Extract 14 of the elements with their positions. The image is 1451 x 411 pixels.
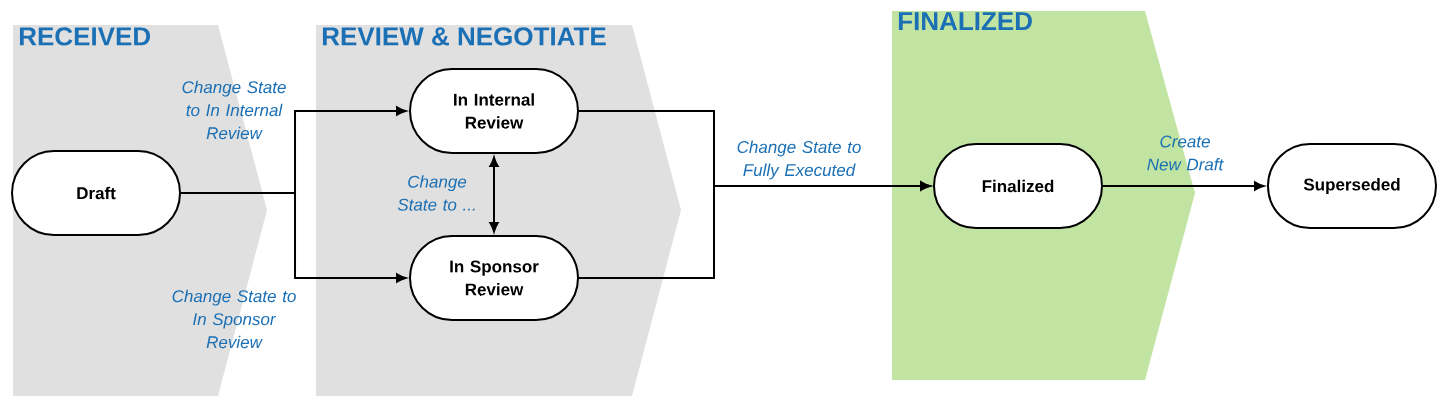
state-pill: Draft xyxy=(11,150,181,236)
arrow xyxy=(180,192,407,283)
edge-label: Change State to ... xyxy=(397,175,475,211)
edge-label: Change State to Fully Executed xyxy=(737,140,861,180)
arrow xyxy=(578,181,931,279)
state-pill: In Internal Review xyxy=(409,68,579,154)
arrow xyxy=(489,156,499,233)
edge-label: Change State to In Internal Review xyxy=(182,80,286,140)
edge-label: Change State to In Sponsor Review xyxy=(172,289,296,349)
arrow xyxy=(1102,181,1265,191)
state-pill: In Sponsor Review xyxy=(409,235,579,321)
edge-label: Create New Draft xyxy=(1147,135,1224,171)
state-pill: Superseded xyxy=(1267,143,1437,229)
state-pill: Finalized xyxy=(933,143,1103,229)
